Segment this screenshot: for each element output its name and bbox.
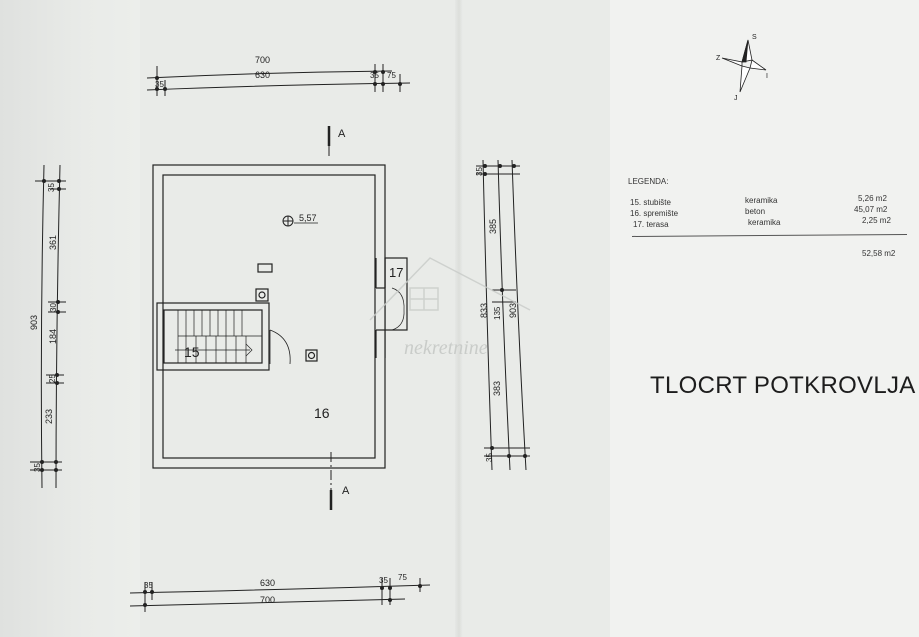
dim-left-35a: 35 bbox=[47, 183, 56, 192]
compass-west-label: Z bbox=[716, 55, 721, 62]
level-label: 5,57 bbox=[299, 213, 317, 223]
dim-left-361: 361 bbox=[48, 235, 58, 250]
legend-row-3-material: keramika bbox=[748, 218, 781, 227]
compass-east-label: I bbox=[766, 73, 768, 80]
watermark bbox=[369, 257, 531, 321]
dim-top-700: 700 bbox=[255, 55, 270, 65]
dim-left-184: 184 bbox=[48, 329, 58, 344]
dim-right-35b: 35 bbox=[485, 453, 494, 462]
legend-row-2-name: 16. spremište bbox=[630, 209, 679, 218]
dim-top-35a: 35 bbox=[155, 80, 164, 89]
dim-bottom-35b: 35 bbox=[379, 576, 388, 585]
dim-top-75: 75 bbox=[387, 71, 396, 80]
dim-bottom-630: 630 bbox=[260, 578, 275, 588]
level-marker bbox=[282, 215, 318, 227]
legend-row-1-material: keramika bbox=[745, 196, 778, 205]
paper-light-area bbox=[610, 0, 919, 637]
dim-left-25: 25 bbox=[48, 374, 57, 383]
legend-row-1-name: 15. stubište bbox=[630, 198, 671, 207]
compass-south-label: J bbox=[734, 95, 738, 102]
room-16-label: 16 bbox=[314, 405, 330, 421]
legend-row-2-material: beton bbox=[745, 207, 766, 216]
dim-right-903: 903 bbox=[508, 303, 518, 318]
room-15-label: 15 bbox=[184, 344, 200, 360]
legend-row-3-area: 2,25 m2 bbox=[862, 216, 891, 225]
dim-right-383: 383 bbox=[492, 381, 502, 396]
dim-right-35a: 35 bbox=[475, 167, 484, 176]
dim-bottom-35a: 35 bbox=[144, 581, 153, 590]
paper-shadow bbox=[0, 0, 140, 637]
legend-row-1-area: 5,26 m2 bbox=[858, 194, 887, 203]
dim-bottom-75: 75 bbox=[398, 573, 407, 582]
compass-north-label: S bbox=[752, 34, 757, 41]
watermark-text: nekretnine bbox=[404, 337, 488, 359]
page-title: TLOCRT POTKROVLJA bbox=[650, 372, 916, 399]
building-walls bbox=[152, 164, 408, 469]
paper-fold bbox=[455, 0, 463, 637]
dim-left-233: 233 bbox=[44, 409, 54, 424]
dim-right-385: 385 bbox=[488, 219, 498, 234]
legend-heading: LEGENDA: bbox=[628, 177, 669, 186]
dim-left-35b: 35 bbox=[33, 463, 42, 472]
dim-right-135: 135 bbox=[493, 306, 502, 320]
dim-right-833: 833 bbox=[479, 303, 489, 318]
section-a-bottom-label: A bbox=[342, 485, 350, 497]
section-a-top-label: A bbox=[338, 128, 346, 140]
dim-bottom-700: 700 bbox=[260, 595, 275, 605]
compass-icon bbox=[721, 39, 767, 93]
dim-left-903: 903 bbox=[29, 315, 39, 330]
legend-row-3-name: 17. terasa bbox=[633, 220, 669, 229]
legend-total: 52,58 m2 bbox=[862, 249, 896, 258]
section-line-a bbox=[328, 128, 332, 510]
dim-top-35b: 35 bbox=[370, 71, 379, 80]
legend-row-2-area: 45,07 m2 bbox=[854, 205, 888, 214]
dim-left-30: 30 bbox=[49, 303, 58, 312]
dim-top-630: 630 bbox=[255, 70, 270, 80]
room-17-label: 17 bbox=[389, 265, 403, 280]
top-dimension-chain bbox=[146, 64, 411, 96]
